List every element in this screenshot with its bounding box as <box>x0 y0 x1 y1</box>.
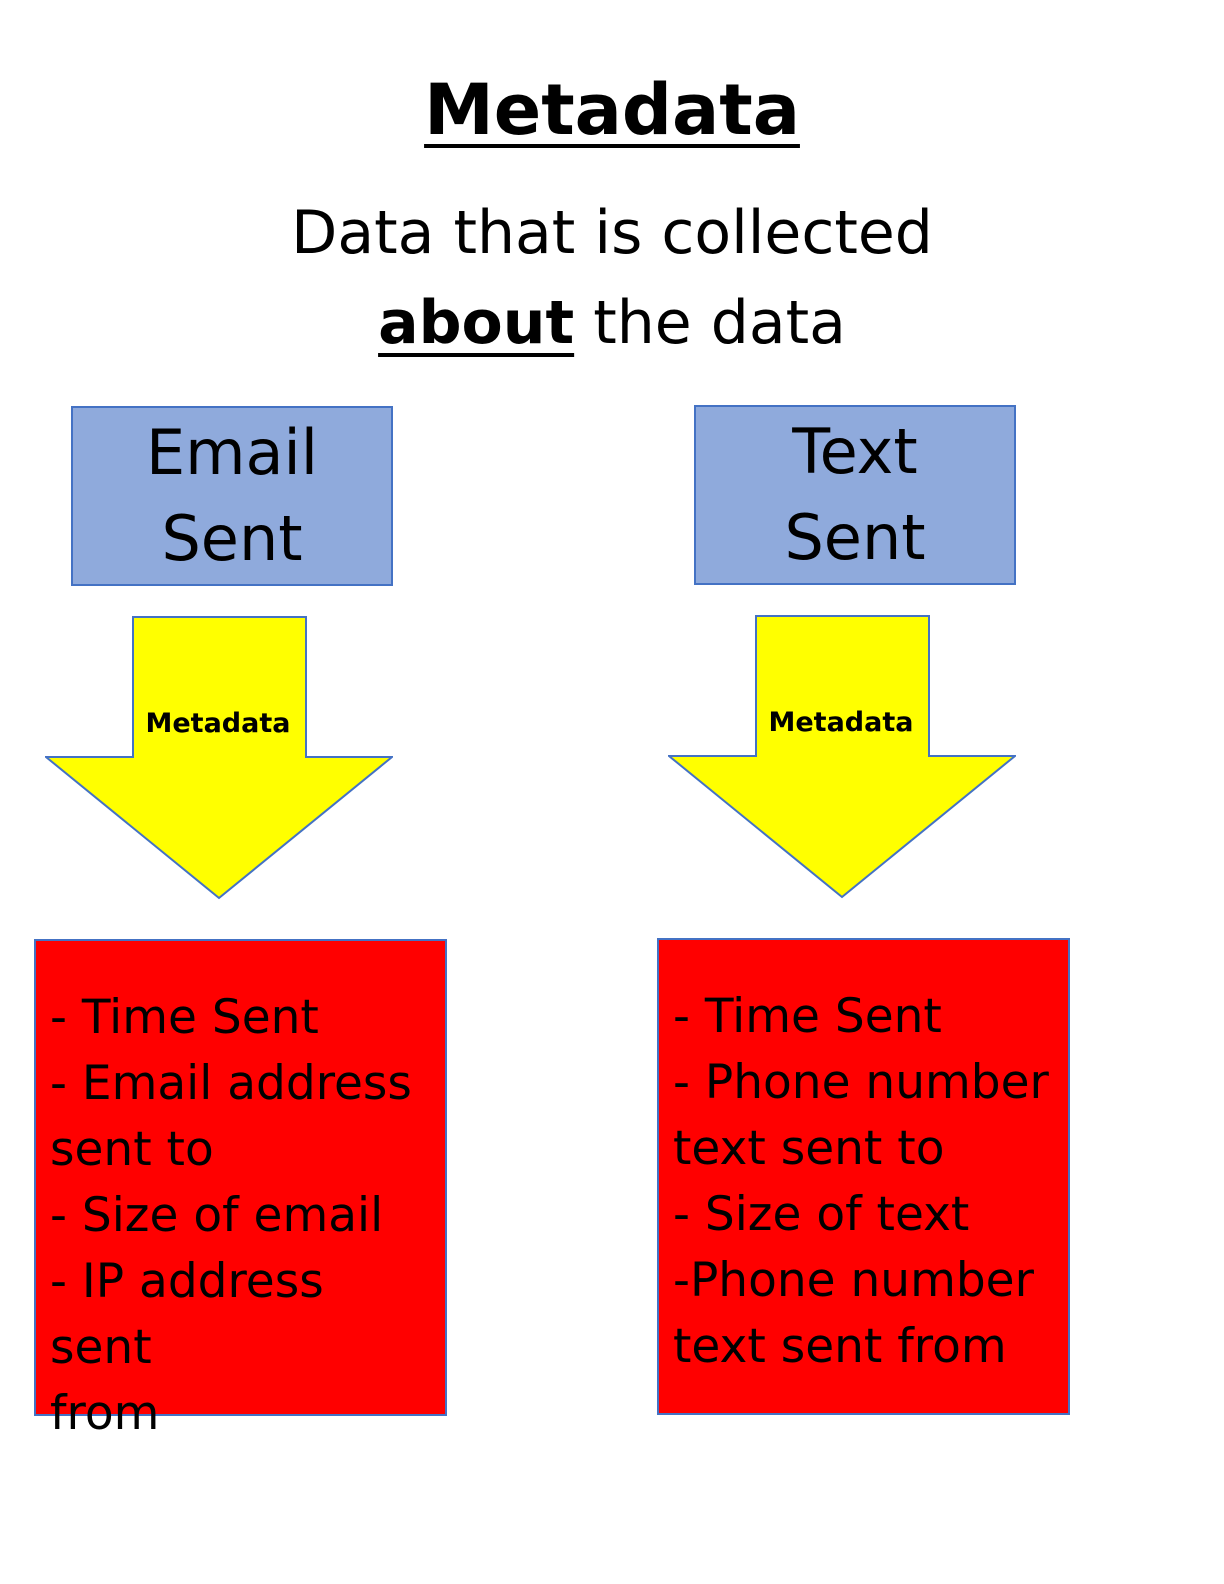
email-arrow-label: Metadata <box>145 708 291 739</box>
email-sent-box: Email Sent <box>71 406 393 586</box>
text-sent-box: Text Sent <box>694 405 1016 585</box>
page-title: Metadata <box>0 68 1224 152</box>
email-sent-line-2: Sent <box>161 502 303 575</box>
subtitle-line-2: about the data <box>0 278 1224 368</box>
text-metadata-list: - Time Sent - Phone number text sent to … <box>657 938 1070 1415</box>
subtitle-emphasis: about <box>378 288 575 358</box>
subtitle: Data that is collected about the data <box>0 188 1224 368</box>
email-metadata-list: - Time Sent - Email address sent to - Si… <box>34 939 447 1441</box>
text-sent-line-2: Sent <box>784 501 926 574</box>
text-metadata-arrow <box>668 615 1016 899</box>
email-metadata-arrow <box>45 616 393 900</box>
title-text: Metadata <box>424 69 800 151</box>
subtitle-line-1: Data that is collected <box>291 198 933 268</box>
text-arrow-label: Metadata <box>768 707 914 738</box>
text-sent-line-1: Text <box>792 415 918 488</box>
email-sent-line-1: Email <box>145 416 318 489</box>
subtitle-rest: the data <box>574 288 846 358</box>
